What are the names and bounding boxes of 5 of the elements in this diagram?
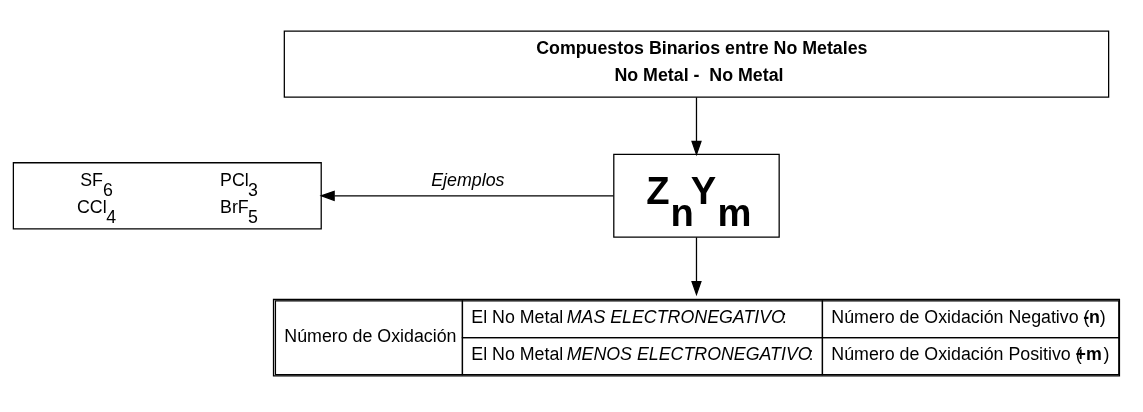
arrow <box>691 96 702 157</box>
arrow <box>691 236 702 297</box>
node-box: Compuestos Binarios entre No Metales No Metal - No Metal <box>283 30 1110 98</box>
edge-label: Ejemplos <box>431 169 505 190</box>
arrow <box>319 190 615 202</box>
